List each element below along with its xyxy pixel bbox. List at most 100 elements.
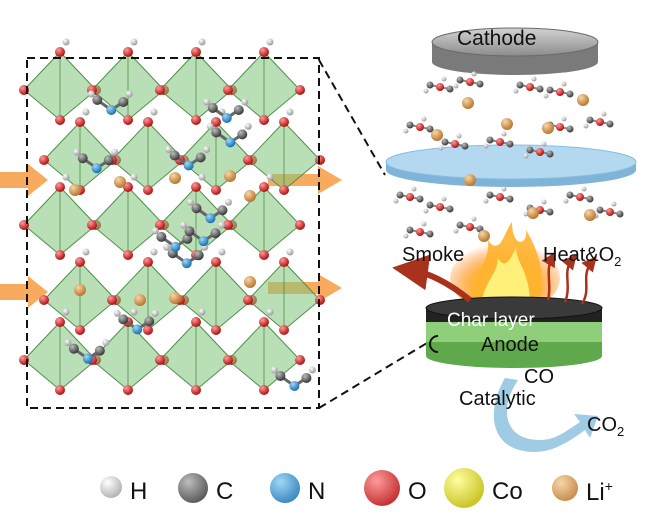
- anode-label: Anode: [481, 334, 539, 356]
- oxygen-atom: [243, 295, 253, 305]
- oxygen-atom: [143, 325, 153, 335]
- hydrogen-atom: [163, 243, 171, 251]
- hydrogen-atom: [523, 153, 529, 159]
- carbon-atom-icon: [178, 473, 208, 503]
- lithium-ion: [577, 94, 589, 106]
- oxygen-atom: [436, 83, 444, 91]
- hydrogen-atom: [483, 143, 489, 149]
- smoke-label: Smoke: [402, 244, 465, 266]
- carbon-atom: [94, 345, 105, 356]
- hydrogen-atom: [198, 38, 206, 46]
- hydrogen-atom: [441, 196, 447, 202]
- carbon-atom: [536, 85, 544, 93]
- lithium-ion: [224, 170, 236, 182]
- carbon-atom: [546, 86, 554, 94]
- flow-arrow-in-bottom: [0, 276, 48, 308]
- carbon-atom: [103, 155, 114, 166]
- carbon-atom: [456, 221, 464, 229]
- carbon-atom: [77, 153, 88, 164]
- hydrogen-atom: [151, 309, 159, 317]
- hydrogen-atom: [543, 93, 549, 99]
- oxygen-atom: [556, 88, 564, 96]
- cathode-cylinder: [431, 27, 599, 75]
- hydrogen-atom: [483, 198, 489, 204]
- hydrogen-atom: [541, 199, 547, 205]
- carbon-atom: [506, 140, 514, 148]
- hydrogen-atom-icon: [100, 476, 122, 498]
- carbon-atom: [182, 233, 193, 244]
- oxygen-atom: [55, 385, 65, 395]
- oxygen-atom: [155, 85, 165, 95]
- oxygen-atom: [123, 47, 133, 57]
- hydrogen-atom: [62, 308, 70, 316]
- oxygen-atom: [123, 250, 133, 260]
- hydrogen-atom: [217, 221, 225, 229]
- carbon-atom: [217, 205, 228, 216]
- oxygen-atom: [223, 85, 233, 95]
- carbon-atom: [486, 191, 494, 199]
- oxygen-atom: [55, 47, 65, 57]
- oxygen-atom: [191, 47, 201, 57]
- hydrogen-atom: [438, 145, 444, 151]
- carbon-atom: [456, 76, 464, 84]
- lithium-ion: [114, 176, 126, 188]
- hydrogen-atom: [421, 221, 427, 227]
- separator-disk: [385, 144, 637, 187]
- carbon-atom: [516, 81, 524, 89]
- carbon-atom: [566, 191, 574, 199]
- heat-arrow-3: [580, 256, 597, 305]
- lithium-ion: [527, 207, 539, 219]
- oxygen-atom: [211, 117, 221, 127]
- oxygen-atom: [39, 295, 49, 305]
- oxygen-atom: [123, 115, 133, 125]
- atom-legend: H C N O Co Li+: [100, 468, 645, 510]
- carbon-atom: [586, 116, 594, 124]
- nitrogen-atom: [181, 258, 192, 269]
- hydrogen-atom: [266, 173, 274, 181]
- electrolyte-molecules: [393, 71, 624, 242]
- carbon-atom: [118, 97, 129, 108]
- mof-crystal-structure: [19, 38, 325, 395]
- oxygen-atom: [295, 355, 305, 365]
- oxygen-atom: [526, 83, 534, 91]
- lithium-ion: [244, 276, 256, 288]
- co2-label: CO2: [587, 414, 625, 439]
- hydrogen-atom: [501, 186, 507, 192]
- cobalt-atom-icon: [444, 468, 484, 508]
- anode-curl: [429, 335, 439, 353]
- oxygen-atom: [259, 250, 269, 260]
- zoom-box: [26, 57, 320, 409]
- oxygen-atom: [211, 325, 221, 335]
- oxygen-atom: [55, 182, 65, 192]
- oxygen-atom: [55, 317, 65, 327]
- oxygen-atom: [75, 257, 85, 267]
- oxygen-atom: [259, 115, 269, 125]
- carbon-atom: [237, 129, 248, 140]
- oxygen-atom: [123, 182, 133, 192]
- oxygen-atom: [556, 123, 564, 131]
- hydrogen-atom: [125, 90, 133, 98]
- carbon-atom: [118, 314, 129, 325]
- carbon-atom: [596, 206, 604, 214]
- oxygen-atom: [295, 85, 305, 95]
- heat-arrow-2: [561, 254, 577, 303]
- oxygen-atom: [496, 138, 504, 146]
- oxygen-atom: [576, 193, 584, 201]
- oxygen-atom: [191, 385, 201, 395]
- oxygen-atom: [536, 148, 544, 156]
- carbon-atom: [546, 208, 554, 216]
- oxygen-atom: [107, 295, 117, 305]
- hydrogen-atom: [150, 248, 158, 256]
- lithium-ion: [169, 172, 181, 184]
- oxygen-atom-icon: [364, 470, 400, 506]
- hydrogen-atom: [421, 116, 427, 122]
- carbon-atom: [566, 125, 574, 133]
- hydrogen-atom: [611, 201, 617, 207]
- catalytic-arrow: [493, 378, 598, 452]
- oxygen-atom: [155, 355, 165, 365]
- oxygen-atom: [466, 78, 474, 86]
- hydrogen-atom: [130, 38, 138, 46]
- carbon-atom: [184, 226, 195, 237]
